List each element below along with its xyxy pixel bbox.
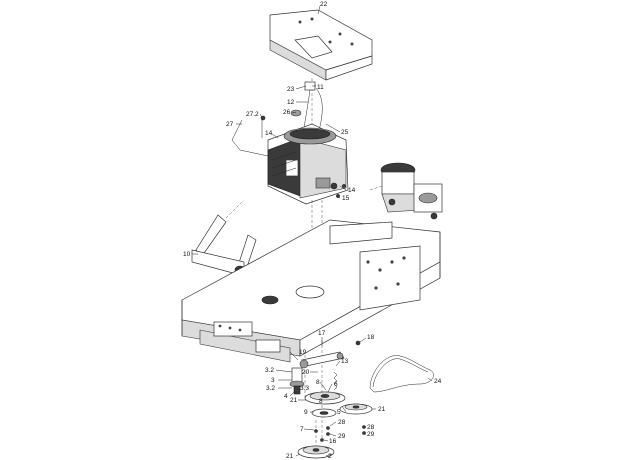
callout-21-right: 21 bbox=[378, 406, 386, 413]
callout-27-2: 27.2 bbox=[246, 111, 259, 118]
callout-20: 20 bbox=[302, 369, 310, 376]
idler-arm bbox=[299, 351, 345, 369]
callout-15: 15 bbox=[342, 195, 350, 202]
callout-3-2-upper: 3.2 bbox=[265, 367, 274, 374]
callout-19: 19 bbox=[299, 349, 307, 356]
callout-25: 25 bbox=[341, 129, 349, 136]
callout-22: 22 bbox=[320, 1, 328, 8]
drive-belt bbox=[369, 355, 434, 393]
pulley-left bbox=[311, 408, 337, 418]
seat-mount-bracket bbox=[191, 199, 257, 277]
callout-2: 2 bbox=[328, 453, 332, 460]
callout-17: 17 bbox=[318, 330, 326, 337]
callout-27: 27 bbox=[226, 121, 234, 128]
control-panel-plate bbox=[269, 9, 373, 81]
callout-29-center: 29 bbox=[338, 433, 346, 440]
callout-8-lower: 8 bbox=[319, 398, 323, 405]
callout-18: 18 bbox=[367, 334, 375, 341]
callout-24: 24 bbox=[434, 378, 442, 385]
callout-labels: 22 23 11 12 26 27.2 27 14 25 14 15 10 17… bbox=[183, 1, 442, 460]
engine bbox=[267, 123, 349, 205]
callout-8-upper: 8 bbox=[316, 379, 320, 386]
callout-9: 9 bbox=[304, 409, 308, 416]
callout-28-right: 28 bbox=[367, 424, 375, 431]
callout-26: 26 bbox=[283, 109, 291, 116]
callout-29-right: 29 bbox=[367, 431, 375, 438]
callout-23: 23 bbox=[287, 86, 295, 93]
pulley-bottom bbox=[297, 445, 335, 459]
callout-4: 4 bbox=[284, 393, 288, 400]
callout-28-center: 28 bbox=[338, 419, 346, 426]
spring bbox=[333, 371, 338, 391]
leader-lines bbox=[192, 5, 433, 457]
callout-6: 6 bbox=[334, 381, 338, 388]
callout-3-3: 3.3 bbox=[300, 385, 309, 392]
callout-21-bottom: 21 bbox=[286, 453, 294, 460]
callout-11: 11 bbox=[317, 84, 324, 91]
pulley-right bbox=[339, 403, 373, 415]
idler-spindle bbox=[289, 367, 305, 395]
callout-21-upper: 21 bbox=[290, 397, 298, 404]
callout-13: 13 bbox=[341, 358, 349, 365]
pulley-upper-center bbox=[304, 391, 346, 405]
fuel-line bbox=[231, 115, 269, 157]
callout-3: 3 bbox=[271, 377, 275, 384]
callout-12: 12 bbox=[287, 99, 295, 106]
callout-7: 7 bbox=[300, 426, 304, 433]
chassis-frame bbox=[181, 219, 441, 363]
callout-16: 16 bbox=[329, 438, 337, 445]
hydro-pump-assembly bbox=[369, 162, 443, 220]
callout-14-side: 14 bbox=[348, 187, 356, 194]
callout-10: 10 bbox=[183, 251, 191, 258]
callout-5: 5 bbox=[337, 409, 341, 416]
callout-14-top: 14 bbox=[265, 130, 273, 137]
fuel-cap bbox=[290, 109, 302, 117]
callout-3-2-lower: 3.2 bbox=[266, 385, 275, 392]
